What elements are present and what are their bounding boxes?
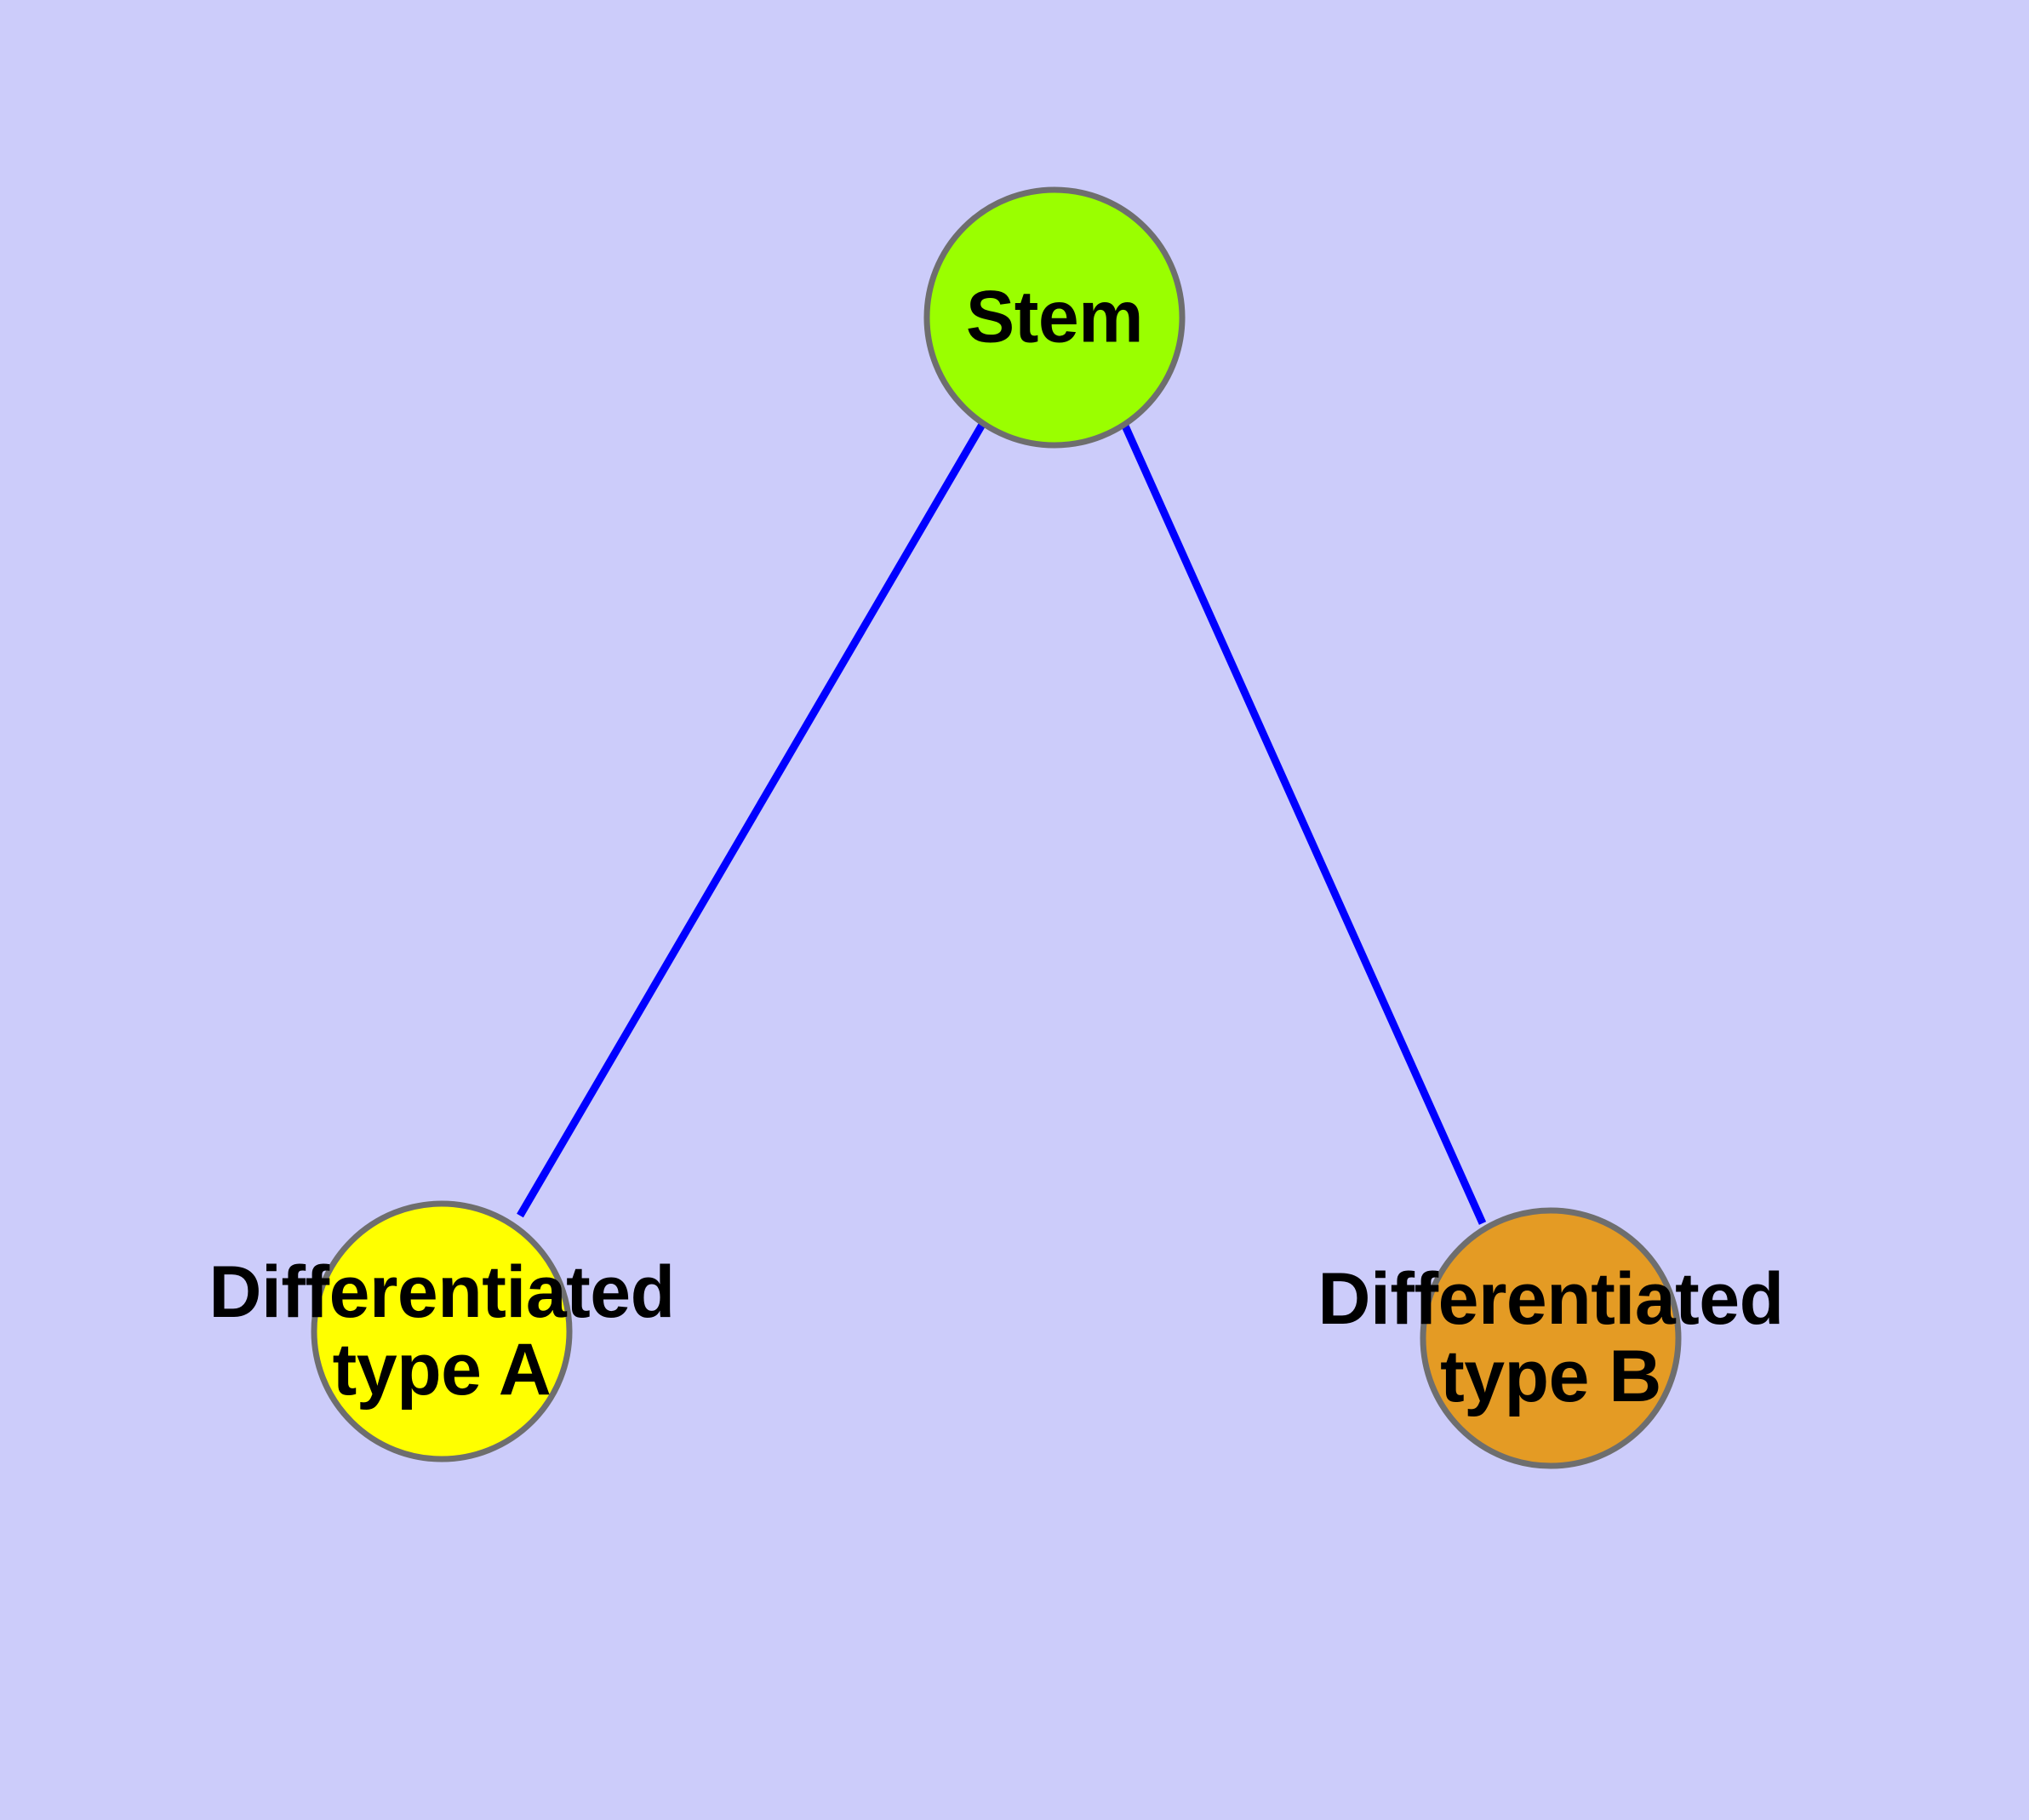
- edge-stem-to-differentiated-type-a[interactable]: [517, 421, 986, 1218]
- node-circle-differentiated-type-b[interactable]: [1420, 1207, 1682, 1469]
- node-circle-differentiated-type-a[interactable]: [311, 1200, 573, 1462]
- nodes-group: [311, 186, 1682, 1469]
- edge-stem-to-differentiated-type-b[interactable]: [1120, 422, 1487, 1225]
- node-circle-stem[interactable]: [923, 186, 1186, 449]
- edges-group: [517, 421, 1487, 1225]
